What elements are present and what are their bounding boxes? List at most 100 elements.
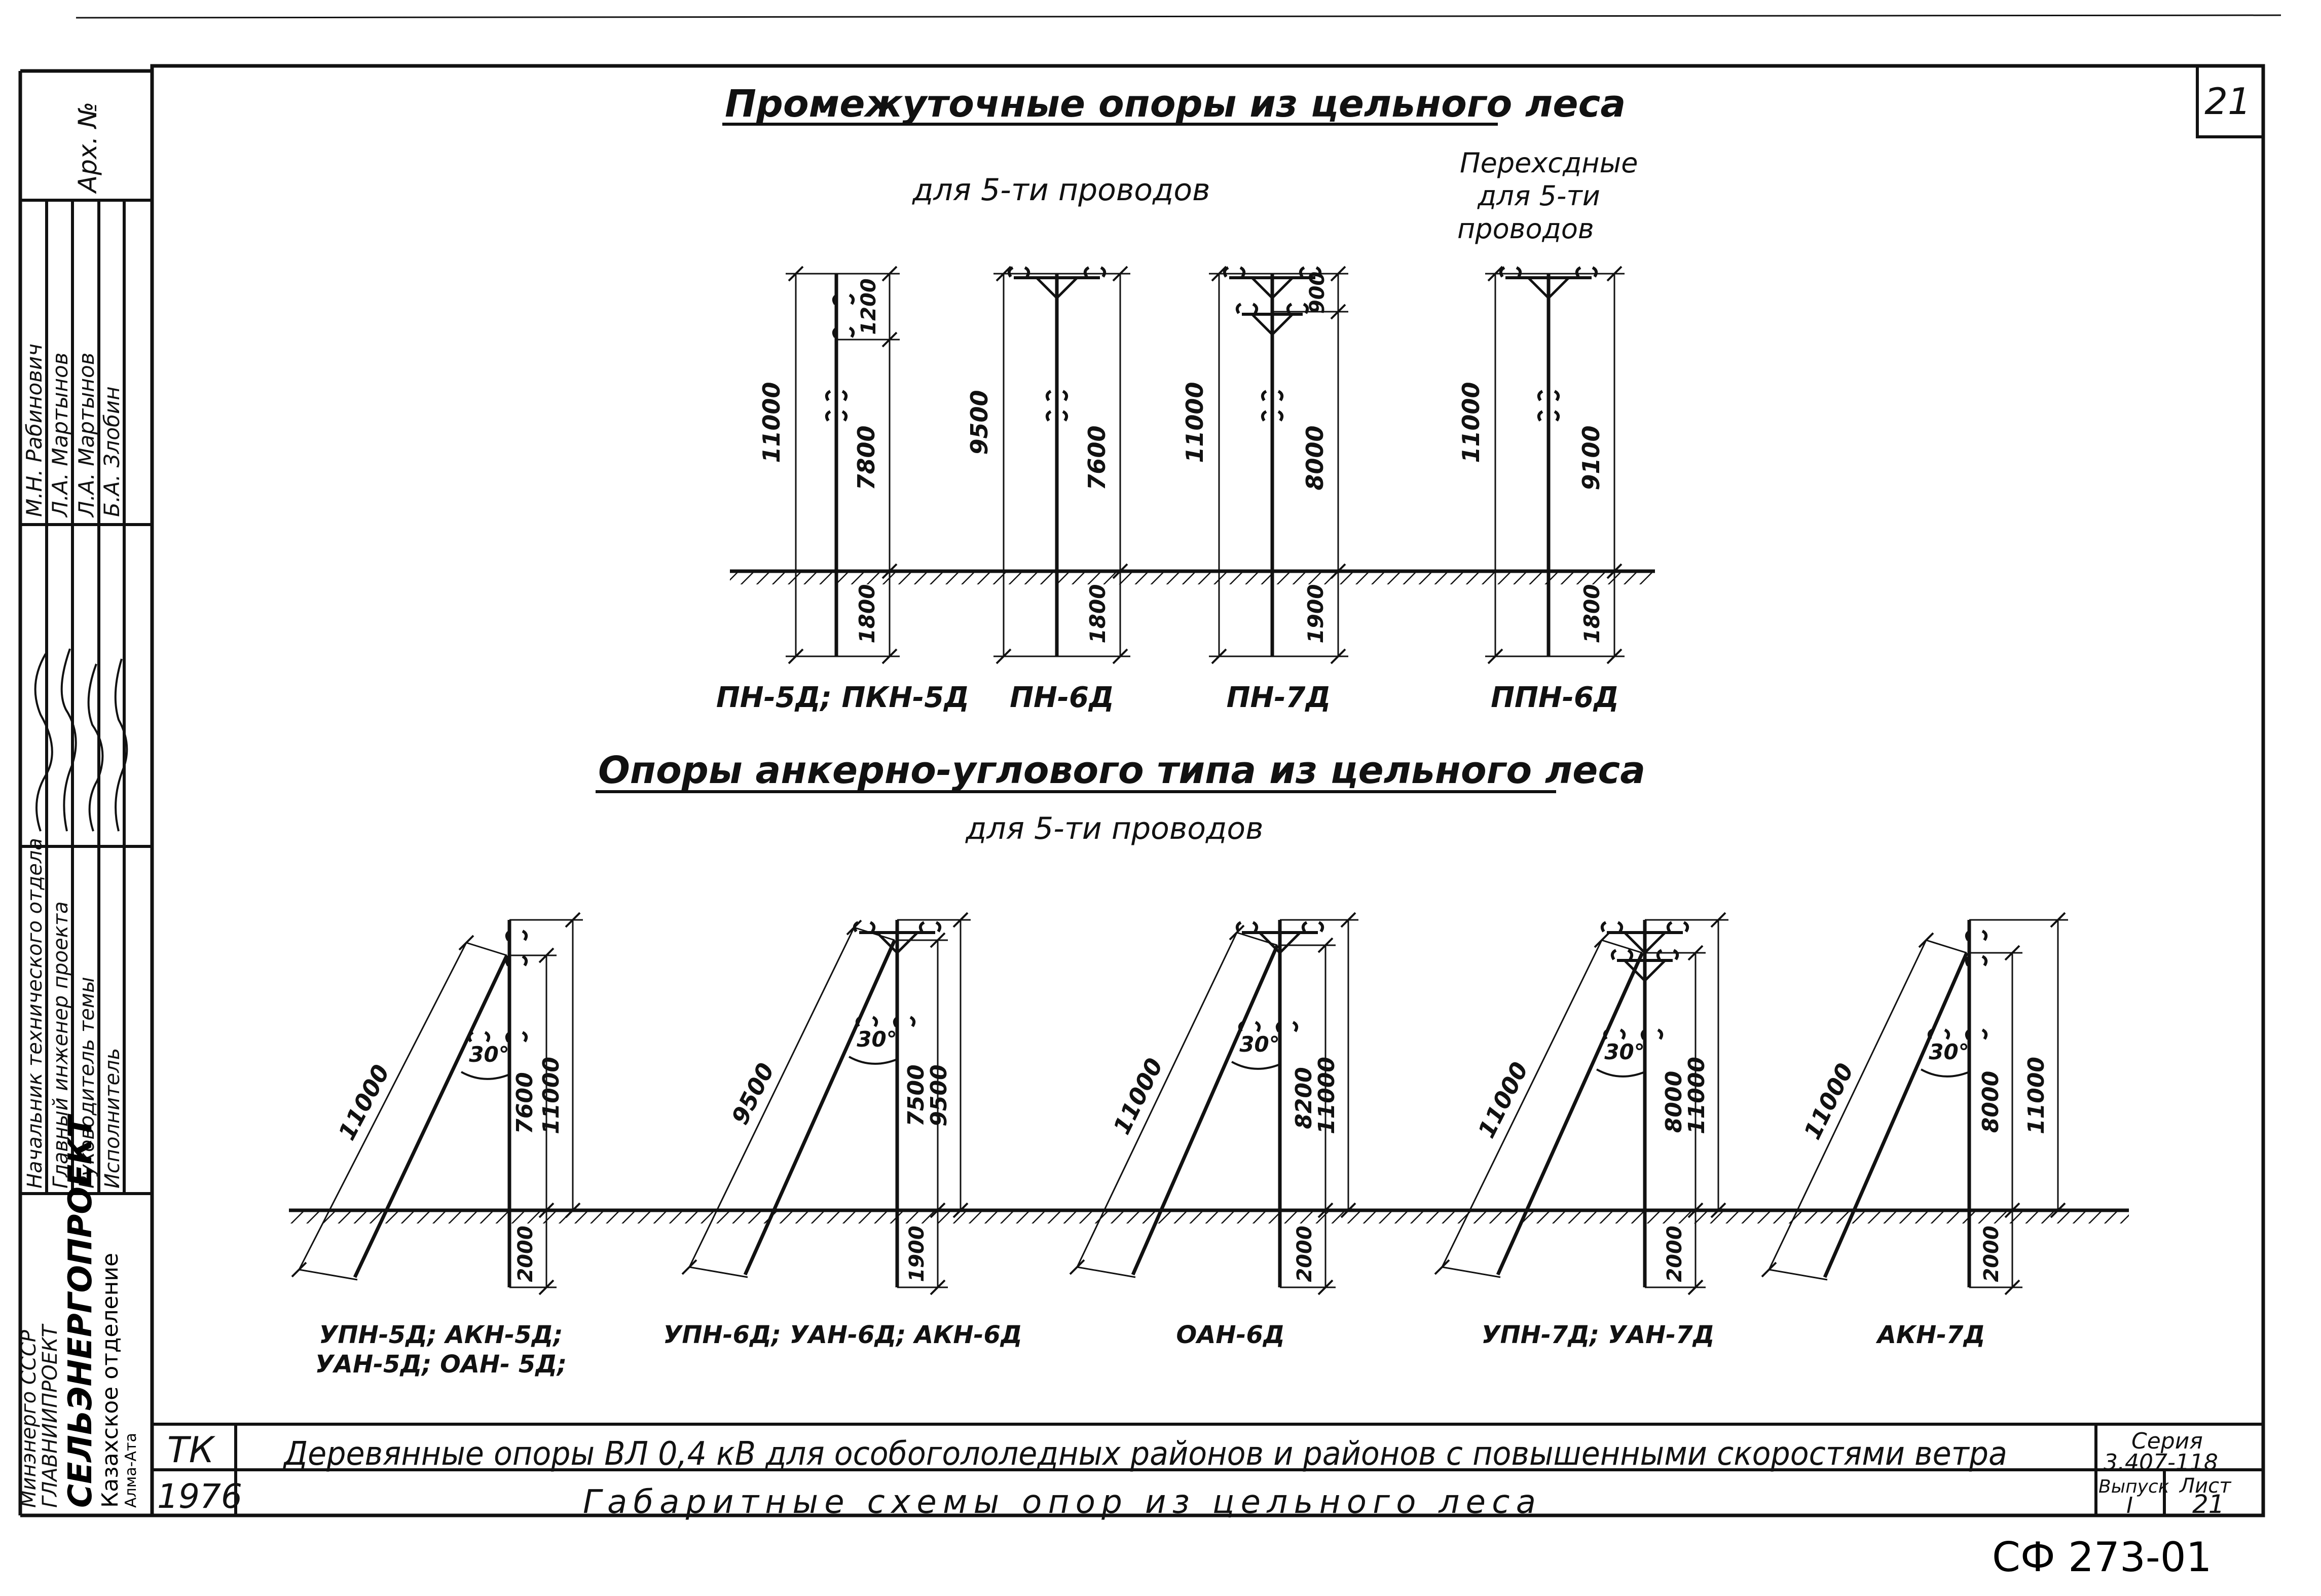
dimension-below-ground: 2000 [1663,1226,1686,1282]
dimension-tick [291,1261,307,1278]
dimension-tick [881,648,898,664]
dimension-total: 9500 [926,1064,952,1126]
dimension-total: 11000 [1181,382,1208,463]
crossarm-brace [1036,277,1058,299]
insulator-icon [505,930,528,941]
insulator-icon [855,1016,878,1027]
dimension-tick [1687,1202,1704,1218]
dimension-tick [538,947,555,963]
ground-line-1 [730,569,1655,584]
sheet-number: 21 [2204,80,2251,123]
section1-subtitle: для 5-ти проводов [912,172,1210,208]
insulator-icon [1235,921,1259,933]
dimension-tick [1112,266,1128,282]
insulator-icon [832,293,855,305]
stamp-role-3: Руководитель темы [76,977,99,1189]
insulator-icon [1499,266,1522,278]
dimension-tick [1687,945,1704,961]
dimension-below-ground: 1900 [1303,584,1328,644]
stamp-name-1: М.Н. Рабинович [22,344,47,517]
dimension-tick [458,935,474,951]
pole-label: ППН-6Д [1491,681,1619,714]
dimension-above-ground: 8200 [1291,1067,1317,1129]
dimension-tick [881,563,898,579]
angle-label: 30° [1604,1040,1644,1064]
crossarm-brace [1644,932,1666,954]
insulator-icon [1301,921,1324,933]
insulator-icon [1575,266,1598,278]
crossarm-brace [1279,932,1301,954]
dimension-tick [2004,1279,2020,1295]
archive-number-label: Арх. № [73,102,102,194]
dimension-tick [681,1259,697,1275]
insulator-icon [1261,390,1284,401]
dimension-tick [952,912,969,928]
dimension-tick [930,932,946,948]
dimension-tick [2004,1202,2020,1218]
pole-label: УПН-6Д; УАН-6Д; АКН-6Д [663,1321,1022,1349]
title-block-title2: Габаритные схемы опор из цельного леса [583,1483,1536,1521]
org-line-5: Алма-Ата [122,1433,140,1508]
org-line-4: Казахское отделение [97,1253,123,1508]
dimension-line [1768,940,1927,1270]
insulator-icon [832,326,855,338]
insulator-icon [1238,1021,1261,1032]
dimension-line [1076,932,1238,1268]
dimension-tick [1317,1202,1334,1218]
dimension-tick [1112,648,1128,664]
insulator-icon [825,410,848,422]
stamp-role-2: Главный инженер проекта [49,901,72,1189]
sheet-number-box: 21 [2196,66,2263,138]
strut [353,954,509,1278]
angle-arc [1921,1068,1970,1078]
pole-label: ОАН-6Д [1176,1321,1284,1349]
dimension-below-ground: 2000 [514,1226,537,1282]
angle-label: 30° [1929,1040,1969,1064]
strut [1823,952,1969,1278]
dimension-below-ground: 1800 [1579,584,1604,644]
dimension-tick [1317,937,1334,953]
stamp-role-4: Исполнитель [101,1048,124,1189]
insulator-icon [1261,410,1284,422]
section2-title: Опоры анкерно-углового типа из цельного … [598,749,1645,792]
stamp-name-4: Б.А. Злобин [99,386,124,517]
dimension-tick [538,1279,555,1295]
dimension-tick [1487,266,1503,282]
crossarm-brace [1271,313,1294,336]
dimension-below-ground: 2000 [1293,1226,1316,1282]
pole-label: ПН-7Д [1227,681,1331,714]
insulator-icon [825,390,848,401]
left-stamp: Арх. № Начальник технического отдела Гла… [17,102,152,1508]
pole-label: УПН-5Д; АКН-5Д; [319,1321,563,1349]
crossarm-brace [876,932,898,954]
extension-line [1442,1266,1501,1278]
strut [1496,952,1644,1276]
dimension-tick [952,1202,969,1218]
dimension-above-ground: 8000 [1301,425,1329,490]
crossarm-brace [1056,277,1078,299]
dimension-tick [1710,1202,1726,1218]
dimension-tick [1594,932,1610,948]
angle-label: 30° [857,1027,897,1052]
dimension-tick [1330,563,1346,579]
insulator-icon [1223,266,1246,278]
crossarm-brace [1251,277,1273,299]
dimension-tick [881,266,898,282]
dimension-tick [538,1202,555,1218]
org-line-1: Минэнерго СССР [17,1329,41,1508]
insulator-icon [1965,955,1988,967]
sheet-frame [18,14,2281,1517]
dimension-tick [2004,945,2020,961]
stamp-code: СФ 273-01 [1992,1534,2212,1581]
dimension-above-ground: 8000 [1978,1071,2004,1133]
insulator-icon [893,1016,916,1027]
title-block-title1: Деревянные опоры ВЛ 0,4 кВ для особоголо… [282,1435,2007,1473]
crossarm-brace [1624,932,1646,954]
dimension-tick [1317,1279,1334,1295]
dimension-above-ground: 7800 [853,425,880,490]
dimension-tick [1330,648,1346,664]
